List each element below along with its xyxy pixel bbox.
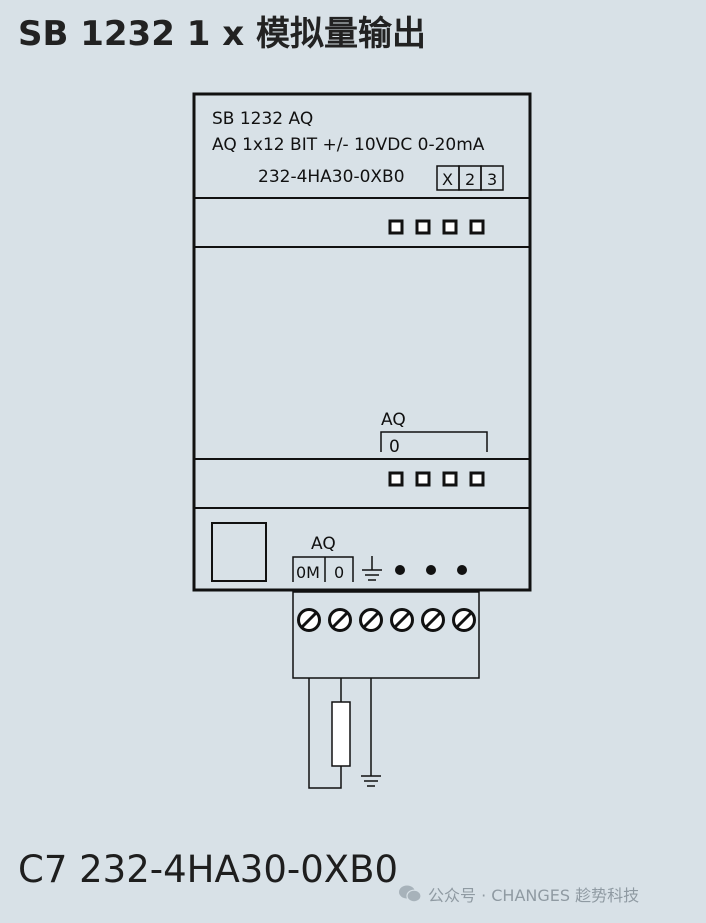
screw-icon [452,608,476,632]
resistor-icon [331,701,351,767]
label-window [211,522,267,582]
terminal-dot-icon [426,565,436,575]
watermark-text: 公众号 · CHANGES 趁势科技 [428,886,640,905]
version-box-label: 3 [487,170,497,189]
led-icon [469,471,485,487]
terminal-block [292,591,480,679]
led-row-top [388,219,485,235]
watermark: 公众号 · CHANGES 趁势科技 [398,882,639,906]
led-icon [415,471,431,487]
module-part-number: 232-4HA30-0XB0 [258,167,405,187]
module-name: SB 1232 AQ [212,109,313,129]
channel-bracket [380,431,488,452]
load-wiring [308,678,372,789]
version-box-label: 2 [465,170,475,189]
module-spec: AQ 1x12 BIT +/- 10VDC 0-20mA [212,135,485,155]
terminal-dot-icon [457,565,467,575]
screw-icon [359,608,383,632]
ground-icon [361,775,381,787]
channel-group-label: AQ [381,410,406,430]
led-icon [388,219,404,235]
screw-icon [328,608,352,632]
led-icon [442,471,458,487]
screw-icon [297,608,321,632]
led-row-bottom [388,471,485,487]
screw-icon [390,608,414,632]
led-icon [415,219,431,235]
led-icon [388,471,404,487]
terminal-pin-label: 0M [296,563,320,582]
terminal-screws [297,608,476,632]
terminal-pin-label: 0 [334,563,344,582]
terminal-group-label: AQ [311,534,336,554]
terminal-bracket [292,556,354,582]
page-title: SB 1232 1 x 模拟量输出 [18,14,426,54]
chat-bubble-icon [399,885,422,903]
channel-number: 0 [389,437,400,457]
version-box [480,165,504,191]
screw-icon [421,608,445,632]
order-code: C7 232-4HA30-0XB0 [18,848,399,891]
version-box-label: X [442,170,453,189]
led-icon [469,219,485,235]
ground-icon [362,556,382,581]
led-icon [442,219,458,235]
terminal-dot-icon [395,565,405,575]
